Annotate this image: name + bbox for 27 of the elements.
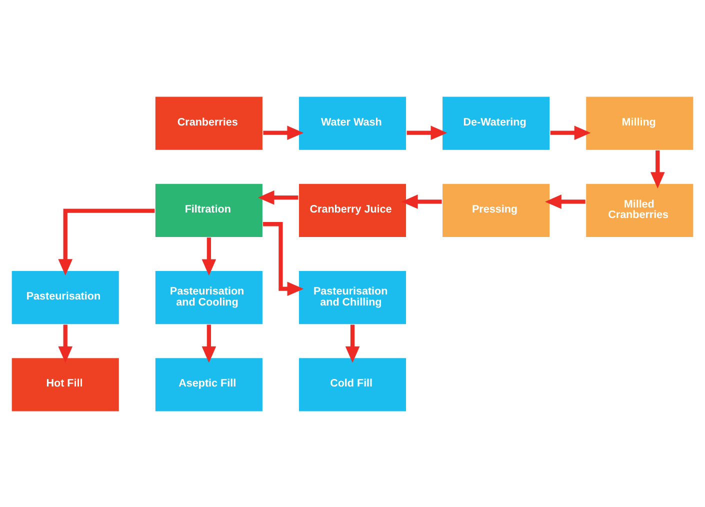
arrow bbox=[58, 324, 73, 362]
node-box: Pasteurisation and Cooling bbox=[154, 270, 264, 324]
arrow bbox=[202, 324, 216, 362]
node-box: Cranberries bbox=[154, 95, 264, 150]
node-box: Hot Fill bbox=[11, 356, 120, 412]
node-box: De-Watering bbox=[442, 95, 550, 150]
node-box: Milled Cranberries bbox=[585, 182, 694, 238]
arrow bbox=[545, 194, 586, 208]
node-box: Pasteurisation and Chilling bbox=[298, 270, 407, 324]
arrow bbox=[401, 194, 442, 208]
arrow bbox=[262, 222, 304, 296]
arrow bbox=[258, 190, 298, 204]
arrow bbox=[650, 150, 665, 188]
arrow bbox=[202, 237, 216, 276]
arrow bbox=[406, 125, 448, 140]
node-box: Cranberry Juice bbox=[298, 182, 407, 238]
node-box: Cold Fill bbox=[298, 356, 407, 412]
arrow bbox=[345, 324, 360, 362]
node-box: Water Wash bbox=[298, 95, 407, 150]
arrow bbox=[58, 208, 155, 276]
node-box: Pasteurisation bbox=[11, 270, 120, 324]
node-box: Pressing bbox=[442, 182, 550, 238]
arrow bbox=[263, 125, 304, 140]
node-box: Aseptic Fill bbox=[154, 356, 264, 412]
node-box: Milling bbox=[585, 95, 694, 150]
node-box: Filtration bbox=[154, 182, 264, 238]
arrow bbox=[550, 125, 591, 140]
